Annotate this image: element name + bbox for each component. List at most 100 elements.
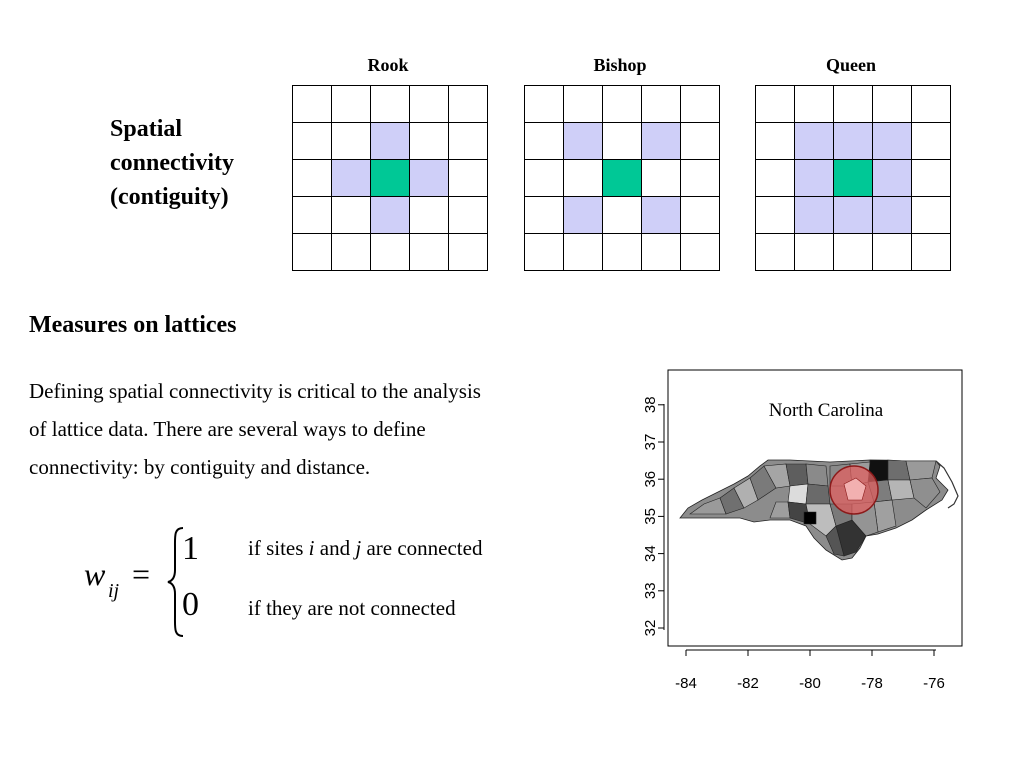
lattice-cell-empty [911,159,951,197]
map-svg: North Carolina [642,369,963,692]
focal-county [843,477,867,501]
curly-brace-icon [167,527,184,637]
side-title-line-2: connectivity [110,150,234,176]
value-not-connected: 0 [182,586,199,623]
x-tick-label: -80 [799,675,821,692]
lattice-cell-empty [448,159,488,197]
lattice-cell-empty [755,159,795,197]
x-tick-label: -78 [861,675,883,692]
lattice-cell-empty [409,196,449,234]
queen-title: Queen [825,55,876,75]
body-paragraph: Defining spatial connectivity is critica… [29,372,599,486]
y-tick-label: 38 [642,396,659,413]
lattice-cell-empty [409,233,449,271]
y-tick-label: 34 [642,545,659,562]
lattice-cell-empty [524,85,564,123]
lattice-cell-neighbor [833,122,873,160]
lattice-cell-neighbor [872,122,912,160]
lattice-cell-empty [602,85,642,123]
lattice-cell-empty [641,159,681,197]
lattice-cell-neighbor [563,196,603,234]
side-title-line-1: Spatial [110,116,183,142]
lattice-cell-empty [524,122,564,160]
lattice-cell-empty [833,85,873,123]
lattice-cell-neighbor [641,122,681,160]
lattice-cell-neighbor [794,196,834,234]
map-title: North Carolina [769,400,884,421]
lattice-cell-neighbor [872,159,912,197]
lattice-cell-empty [331,196,371,234]
lattice-cell-empty [872,85,912,123]
y-tick-label: 36 [642,471,659,488]
body-line-1: Defining spatial connectivity is critica… [29,379,481,403]
lattice-cell-center [370,159,410,197]
lattice-cell-empty [911,233,951,271]
lattice-cell-empty [524,233,564,271]
lattice-cell-empty [409,85,449,123]
lattice-cell-neighbor [833,196,873,234]
x-tick-label: -76 [923,675,945,692]
y-tick-label: 35 [642,508,659,525]
body-line-3: connectivity: by contiguity and distance… [29,455,371,479]
bishop-title: Bishop [593,55,647,75]
lattice-cell-center [602,159,642,197]
lattice-cell-empty [641,85,681,123]
value-connected: 1 [182,530,199,567]
lattice-cell-neighbor [370,122,410,160]
formula-subscript: ij [108,580,120,602]
lattice-cell-empty [641,233,681,271]
cond-i: i [308,536,315,560]
lattice-cell-empty [563,233,603,271]
state-counties [679,459,949,561]
condition-connected: if sites i and j are connected [248,536,482,561]
lattice-cell-empty [755,233,795,271]
lattice-cell-empty [794,85,834,123]
lattice-cell-empty [331,233,371,271]
north-carolina-map-plot: North Carolina [630,368,970,698]
lattice-cell-empty [911,196,951,234]
lattice-cell-empty [755,85,795,123]
body-line-2: of lattice data. There are several ways … [29,417,426,441]
lattice-cell-neighbor [794,122,834,160]
lattice-cell-empty [680,159,720,197]
queen-lattice [755,85,951,271]
lattice-cell-empty [911,85,951,123]
lattice-cell-empty [680,233,720,271]
lattice-cell-empty [833,233,873,271]
y-tick-label: 32 [642,620,659,637]
lattice-cell-empty [292,233,332,271]
lattice-cell-neighbor [641,196,681,234]
lattice-cell-neighbor [563,122,603,160]
lattice-cell-empty [872,233,912,271]
lattice-cell-empty [409,122,449,160]
section-heading: Measures on lattices [29,312,237,338]
lattice-cell-empty [292,159,332,197]
lattice-cell-empty [680,85,720,123]
lattice-cell-empty [755,122,795,160]
lattice-cell-empty [755,196,795,234]
lattice-cell-empty [292,196,332,234]
lattice-cell-empty [331,85,371,123]
x-tick-label: -82 [737,675,759,692]
side-title: Spatial connectivity (contiguity) [110,112,234,214]
lattice-cell-empty [680,196,720,234]
lattice-cell-empty [331,122,371,160]
lattice-cell-empty [448,85,488,123]
lattice-cell-empty [911,122,951,160]
lattice-cell-neighbor [370,196,410,234]
lattice-cell-center [833,159,873,197]
x-tick-label: -84 [675,675,697,692]
side-title-line-3: (contiguity) [110,184,229,210]
lattice-cell-empty [292,85,332,123]
lattice-cell-neighbor [331,159,371,197]
condition-not-connected: if they are not connected [248,596,456,620]
rook-title: Rook [367,55,409,75]
cond-suffix: are connected [361,536,483,560]
lattice-cell-neighbor [409,159,449,197]
lattice-cell-empty [602,233,642,271]
lattice-cell-empty [602,122,642,160]
outer-banks [935,460,959,509]
lattice-cell-neighbor [794,159,834,197]
bishop-lattice [524,85,720,271]
lattice-cell-empty [370,85,410,123]
